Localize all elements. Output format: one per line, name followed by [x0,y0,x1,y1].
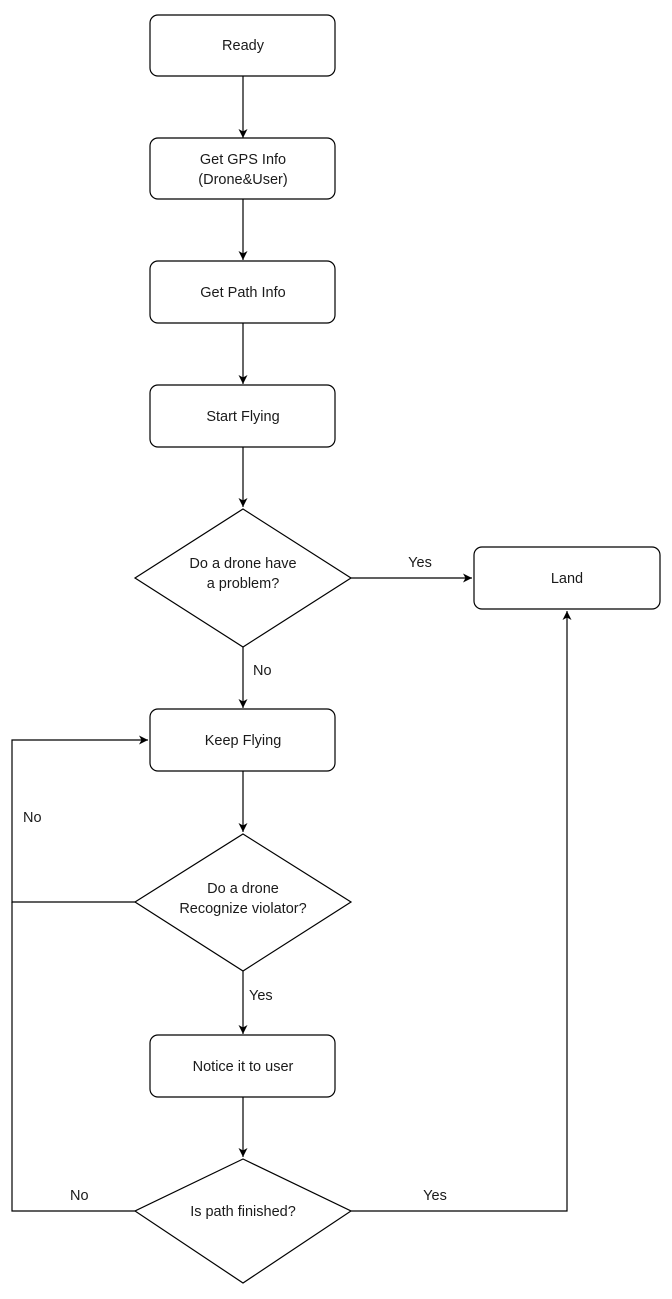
arrow-finished-no-loop [11,902,135,1212]
node-notice-box [149,1034,336,1098]
node-land-label: Land [551,571,583,587]
node-gps: Get GPS Info (Drone&User) [149,137,336,200]
node-gps-label-line1: Get GPS Info [200,152,286,168]
node-keep-box [149,708,336,772]
label-finished-no: No [70,1188,89,1204]
node-keep: Keep Flying [149,708,336,772]
node-finished-label: Is path finished? [190,1204,296,1220]
node-start-label: Start Flying [206,409,279,425]
node-ready-box [149,14,336,77]
node-start: Start Flying [149,384,336,448]
label-violator-no: No [23,810,42,826]
node-path-label: Get Path Info [200,285,285,301]
node-violator-label-line2: Recognize violator? [179,901,306,917]
label-problem-yes: Yes [408,555,432,571]
node-ready-label: Ready [222,38,265,54]
node-problem-diamond [133,508,353,648]
label-finished-yes: Yes [423,1188,447,1204]
node-notice: Notice it to user [149,1034,336,1098]
node-finished-decision: Is path finished? [133,1158,353,1284]
node-notice-label: Notice it to user [193,1059,294,1075]
node-violator-decision: Do a drone Recognize violator? [133,833,353,972]
edges [11,76,572,1212]
node-problem-label-line2: a problem? [207,576,280,592]
node-keep-label: Keep Flying [205,733,282,749]
arrow-finished-yes-to-land [351,611,572,1212]
node-land: Land [473,546,661,610]
node-violator-diamond [133,833,353,972]
node-violator-label-line1: Do a drone [207,881,279,897]
label-problem-no: No [253,663,272,679]
node-land-box [473,546,661,610]
node-finished-diamond [133,1158,353,1284]
node-problem-label-line1: Do a drone have [189,556,296,572]
edge-labels: Yes No No Yes No Yes [23,555,447,1204]
node-gps-box [149,137,336,200]
node-ready: Ready [149,14,336,77]
node-problem-decision: Do a drone have a problem? [133,508,353,648]
arrow-violator-no-loop [11,735,148,903]
node-path: Get Path Info [149,260,336,324]
node-start-box [149,384,336,448]
node-path-box [149,260,336,324]
label-violator-yes: Yes [249,988,273,1004]
node-gps-label-line2: (Drone&User) [198,172,287,188]
